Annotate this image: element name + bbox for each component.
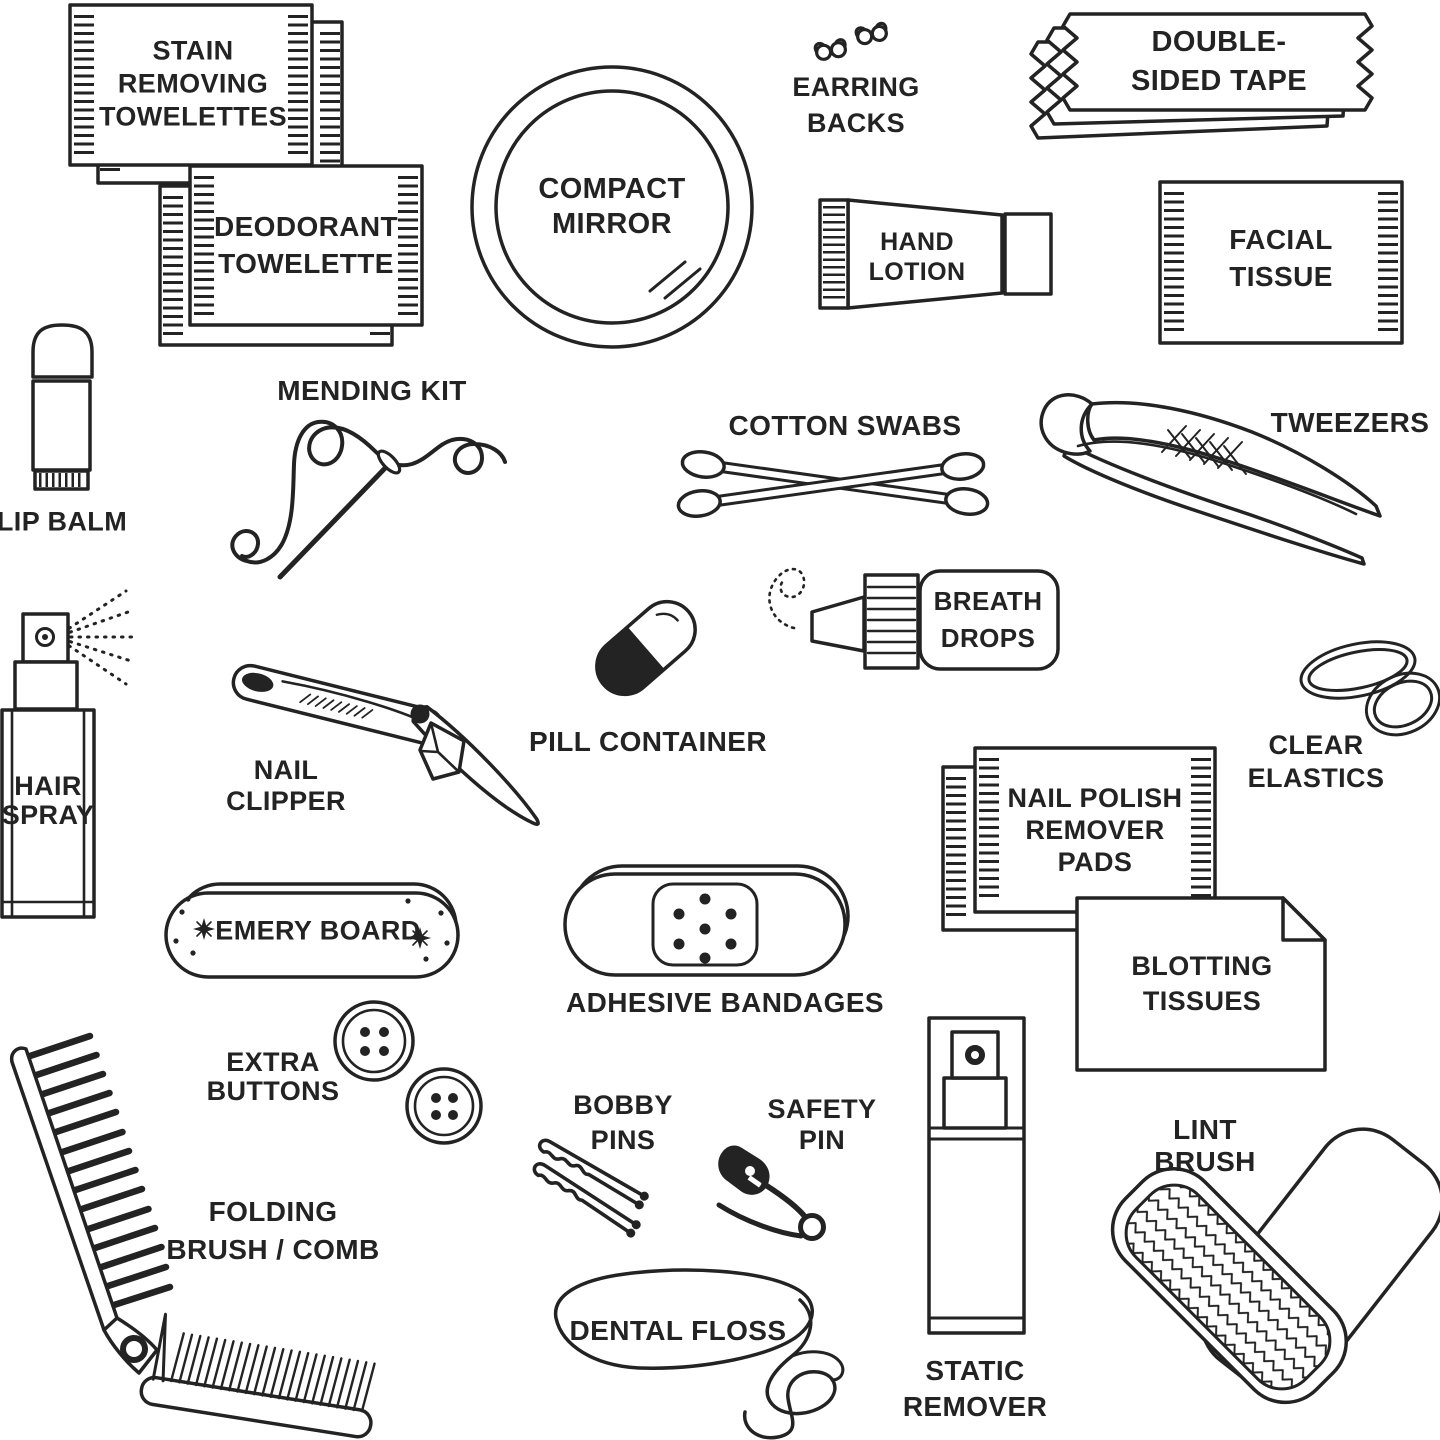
cotton-swabs-icon bbox=[676, 450, 990, 518]
mending-kit-icon bbox=[230, 419, 507, 580]
label-mending-kit: MENDING KIT bbox=[277, 374, 467, 406]
label-hand-lotion: HAND LOTION bbox=[868, 228, 966, 286]
facial-tissue-icon bbox=[1158, 180, 1404, 345]
sparkle-icon bbox=[405, 898, 450, 962]
extra-buttons-icon bbox=[333, 1000, 483, 1145]
lip-balm-icon bbox=[31, 323, 94, 491]
adhesive-bandages-icon bbox=[563, 864, 850, 977]
label-tweezers: TWEEZERS bbox=[1270, 406, 1430, 438]
folding-brush-comb-icon bbox=[9, 1032, 376, 1439]
clear-elastics-icon bbox=[1299, 640, 1440, 737]
label-bobby-pins: BOBBY PINS bbox=[573, 1090, 673, 1155]
label-facial-tissue: FACIAL TISSUE bbox=[1229, 224, 1333, 292]
pill-container-icon bbox=[595, 599, 697, 697]
double-sided-tape-icon bbox=[1029, 12, 1374, 140]
label-clear-elastics: CLEAR ELASTICS bbox=[1247, 730, 1385, 793]
label-breath-drops: BREATH DROPS bbox=[933, 586, 1043, 653]
label-static-remover: STATIC REMOVER bbox=[902, 1355, 1048, 1422]
label-lip-balm: LIP BALM bbox=[0, 506, 128, 537]
label-earring-backs: EARRING BACKS bbox=[792, 72, 920, 138]
label-pill-container: PILL CONTAINER bbox=[529, 725, 767, 757]
label-nail-clipper: NAIL CLIPPER bbox=[226, 755, 346, 816]
deodorant-towelette-icon bbox=[158, 164, 424, 347]
nail-polish-remover-pads-icon bbox=[941, 746, 1217, 932]
label-compact-mirror: COMPACT MIRROR bbox=[538, 173, 686, 240]
static-remover-icon bbox=[927, 1016, 1026, 1335]
label-lint-brush: LINT BRUSH bbox=[1154, 1114, 1256, 1177]
label-nail-polish-remover-pads: NAIL POLISH REMOVER PADS bbox=[1007, 783, 1183, 877]
label-dental-floss: DENTAL FLOSS bbox=[569, 1314, 787, 1346]
label-folding-brush-comb: FOLDING BRUSH / COMB bbox=[166, 1196, 380, 1265]
label-hair-spray: HAIR SPRAY bbox=[1, 771, 95, 830]
stain-removing-towelettes-icon bbox=[68, 3, 344, 185]
compact-mirror-icon bbox=[470, 65, 754, 349]
breath-drops-icon bbox=[768, 567, 1060, 671]
hair-spray-icon bbox=[0, 589, 136, 919]
label-adhesive-bandages: ADHESIVE BANDAGES bbox=[566, 986, 884, 1018]
bobby-pins-icon bbox=[532, 1138, 649, 1238]
blotting-tissues-icon bbox=[1075, 896, 1327, 1072]
tweezers-icon bbox=[1039, 393, 1382, 566]
sparkle-icon bbox=[173, 896, 215, 956]
nail-clipper-icon bbox=[231, 663, 540, 827]
earring-backs-icon bbox=[813, 21, 888, 61]
label-extra-buttons: EXTRA BUTTONS bbox=[206, 1047, 340, 1106]
label-emery-board: EMERY BOARD bbox=[215, 915, 421, 946]
dental-floss-icon bbox=[553, 1268, 845, 1440]
label-stain-removing-towelettes: STAIN REMOVING TOWELETTES bbox=[98, 35, 288, 132]
label-cotton-swabs: COTTON SWABS bbox=[728, 409, 962, 441]
safety-pin-icon bbox=[716, 1145, 826, 1241]
label-safety-pin: SAFETY PIN bbox=[767, 1094, 877, 1155]
hand-lotion-icon bbox=[818, 198, 1053, 310]
label-blotting-tissues: BLOTTING TISSUES bbox=[1131, 951, 1273, 1016]
emery-board-icon bbox=[164, 882, 460, 979]
label-deodorant-towelette: DEODORANT TOWELETTE bbox=[213, 211, 399, 279]
lint-brush-icon bbox=[1110, 1127, 1440, 1405]
label-double-sided-tape: DOUBLE- SIDED TAPE bbox=[1131, 26, 1307, 97]
